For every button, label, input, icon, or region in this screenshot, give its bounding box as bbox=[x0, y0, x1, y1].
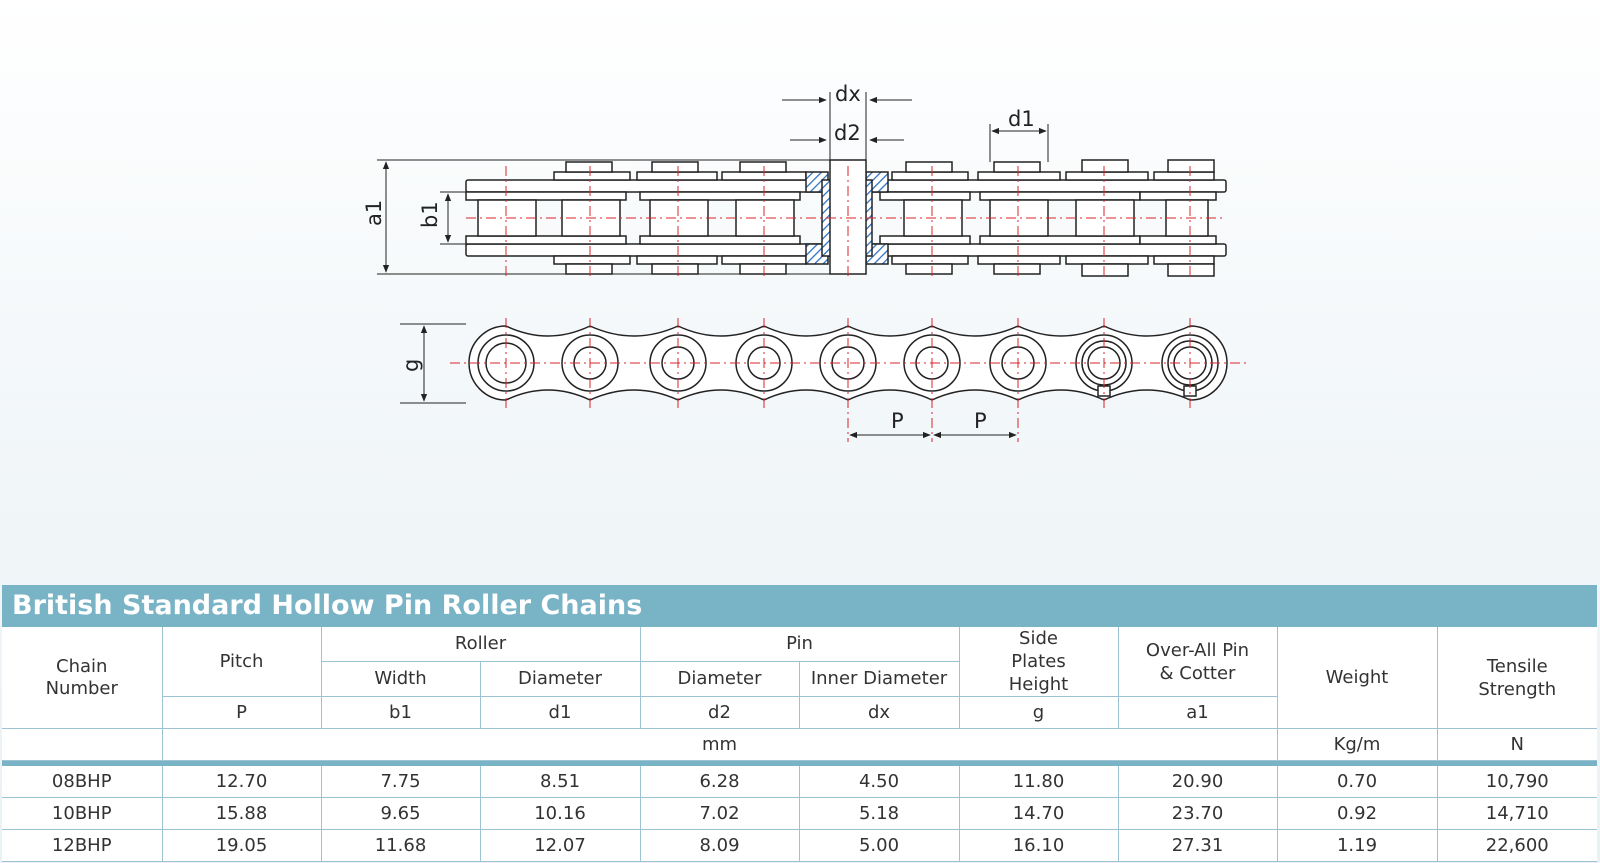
label-pitch-2: P bbox=[974, 409, 987, 433]
side-view-centerlines bbox=[450, 318, 1246, 442]
symbol-pin-inner: dx bbox=[798, 696, 960, 729]
top-view-dimensions bbox=[382, 92, 1049, 273]
side-view-dimensions bbox=[400, 323, 1017, 439]
cell: 14.70 bbox=[958, 797, 1119, 830]
units-blank bbox=[2, 728, 163, 761]
cell: 12BHP bbox=[2, 829, 163, 862]
header-chain-number: Chain Number bbox=[2, 627, 163, 729]
table-row: 08BHP 12.70 7.75 8.51 6.28 4.50 11.80 20… bbox=[2, 766, 1597, 798]
cell: 22,600 bbox=[1436, 829, 1597, 862]
header-roller-width: Width bbox=[321, 661, 481, 698]
label-b1: b1 bbox=[418, 201, 442, 228]
cell: 27.31 bbox=[1117, 829, 1278, 862]
cell: 12.07 bbox=[479, 829, 641, 862]
cell: 4.50 bbox=[798, 766, 960, 798]
cell: 20.90 bbox=[1117, 766, 1278, 798]
cell: 7.02 bbox=[639, 797, 800, 830]
cell: 14,710 bbox=[1436, 797, 1597, 830]
cell: 6.28 bbox=[639, 766, 800, 798]
side-view-dimension-labels: g P P bbox=[399, 359, 987, 433]
cell: 11.68 bbox=[320, 829, 481, 862]
header-pitch: Pitch bbox=[161, 627, 322, 697]
label-d1: d1 bbox=[1008, 107, 1035, 131]
header-weight: Weight bbox=[1276, 627, 1438, 729]
cell: 1.19 bbox=[1276, 829, 1438, 862]
cell: 11.80 bbox=[958, 766, 1119, 798]
symbol-roller-diameter: d1 bbox=[479, 696, 641, 729]
table-row: 12BHP 19.05 11.68 12.07 8.09 5.00 16.10 … bbox=[2, 829, 1597, 862]
cell: 5.00 bbox=[798, 829, 960, 862]
header-side-plates-height: Side Plates Height bbox=[958, 627, 1119, 697]
label-pitch-1: P bbox=[891, 409, 904, 433]
symbol-plate-height: g bbox=[958, 696, 1119, 729]
units-mm: mm bbox=[161, 728, 1278, 761]
cell: 9.65 bbox=[320, 797, 481, 830]
label-dx: dx bbox=[835, 82, 861, 106]
cell: 7.75 bbox=[320, 766, 481, 798]
cell: 12.70 bbox=[161, 766, 322, 798]
cell: 23.70 bbox=[1117, 797, 1278, 830]
symbol-width: b1 bbox=[320, 696, 481, 729]
label-g: g bbox=[399, 359, 423, 372]
cell: 10,790 bbox=[1436, 766, 1597, 798]
symbol-pitch: P bbox=[162, 696, 322, 729]
cell: 19.05 bbox=[161, 829, 322, 862]
label-d2: d2 bbox=[834, 121, 861, 145]
units-weight: Kg/m bbox=[1276, 728, 1438, 761]
symbol-pin-diameter: d2 bbox=[639, 696, 800, 729]
cell: 10.16 bbox=[479, 797, 641, 830]
cell: 10BHP bbox=[2, 797, 163, 830]
chain-technical-drawing: dx d2 d1 a1 b1 g bbox=[362, 82, 1246, 442]
top-view-centerlines bbox=[466, 166, 1226, 276]
spec-table-section: British Standard Hollow Pin Roller Chain… bbox=[2, 585, 1597, 862]
header-pin: Pin bbox=[639, 627, 960, 662]
header-overall: Over-All Pin & Cotter bbox=[1117, 627, 1278, 697]
header-tensile-strength: Tensile Strength bbox=[1436, 627, 1597, 729]
table-row: 10BHP 15.88 9.65 10.16 7.02 5.18 14.70 2… bbox=[2, 797, 1597, 830]
header-pin-diameter: Diameter bbox=[639, 661, 800, 698]
symbol-overall: a1 bbox=[1117, 696, 1277, 729]
header-roller: Roller bbox=[320, 627, 641, 662]
top-view-dimension-labels: dx d2 d1 a1 b1 bbox=[362, 82, 1035, 228]
spec-table: Chain Number Pitch Roller Pin Side Plate… bbox=[2, 627, 1597, 862]
cell: 08BHP bbox=[2, 766, 163, 798]
cell: 8.51 bbox=[479, 766, 641, 798]
cell: 0.70 bbox=[1276, 766, 1438, 798]
label-a1: a1 bbox=[362, 200, 386, 226]
cell: 16.10 bbox=[958, 829, 1119, 862]
cell: 15.88 bbox=[161, 797, 322, 830]
cell: 5.18 bbox=[798, 797, 960, 830]
table-title: British Standard Hollow Pin Roller Chain… bbox=[2, 585, 1597, 627]
units-tensile: N bbox=[1436, 728, 1597, 761]
header-pin-inner-diameter: Inner Diameter bbox=[798, 661, 959, 698]
header-roller-diameter: Diameter bbox=[479, 661, 641, 698]
cell: 8.09 bbox=[639, 829, 800, 862]
header-separator bbox=[2, 760, 1597, 766]
cell: 0.92 bbox=[1276, 797, 1438, 830]
